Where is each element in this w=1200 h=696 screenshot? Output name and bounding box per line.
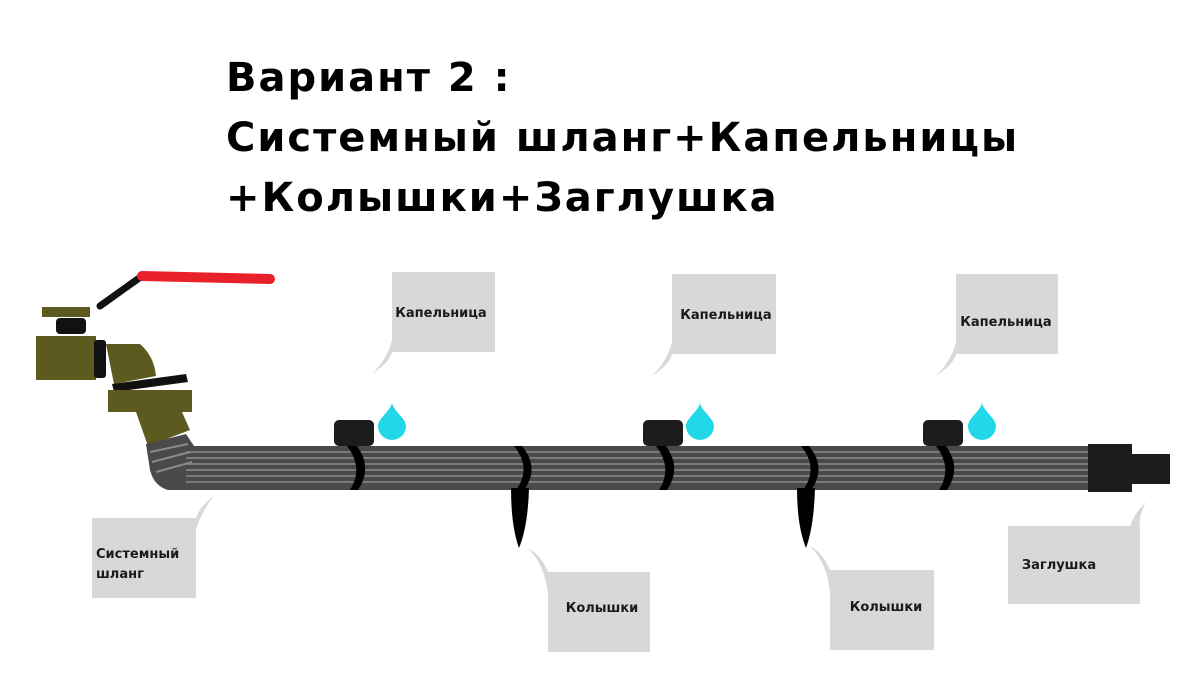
diagram-title: Вариант 2 : Системный шланг+Капельницы +…	[226, 48, 1019, 228]
stake-clamp	[514, 446, 532, 490]
valve-elbow	[106, 344, 156, 384]
stake-clamp	[801, 446, 819, 490]
system-hose	[146, 434, 1088, 490]
stake-2	[797, 446, 819, 548]
callout-stake-1: Колышки	[528, 548, 650, 652]
end-plug	[1088, 444, 1170, 492]
callout-bubble	[528, 548, 650, 652]
callout-hose: Системный шланг	[92, 496, 214, 598]
callout-bubble	[372, 272, 495, 374]
callout-dripper-2: Капельница	[652, 274, 776, 376]
hose-bend-stripe	[151, 451, 191, 463]
water-drop-icon	[968, 402, 996, 440]
valve-body	[36, 336, 96, 380]
callout-label: Капельница	[680, 308, 771, 323]
valve-handle	[137, 271, 275, 284]
title-line-2: Системный шланг+Капельницы	[226, 115, 1020, 161]
stake-spike	[797, 488, 815, 548]
plug-body	[1088, 444, 1132, 492]
hose-bend-stripe	[155, 461, 193, 473]
callout-bubble	[810, 546, 934, 650]
stake-spike	[511, 488, 529, 548]
dripper-1	[334, 402, 406, 490]
hose-bend-stripe	[149, 443, 189, 453]
callout-label: Заглушка	[1022, 558, 1096, 573]
dripper-clamp	[656, 446, 675, 490]
callout-label: Капельница	[960, 315, 1051, 330]
callout-bubble	[1008, 502, 1146, 604]
callout-dripper-1: Капельница	[372, 272, 495, 374]
callout-label-line-1: Системный	[96, 547, 179, 562]
valve-lever	[96, 272, 146, 310]
title-line-1: Вариант 2 :	[226, 55, 512, 101]
valve	[36, 271, 275, 446]
callout-label: Капельница	[395, 306, 486, 321]
callout-label: Колышки	[850, 600, 923, 615]
plug-cap	[1132, 454, 1170, 484]
valve-nipple	[136, 412, 190, 446]
hose-stripes	[186, 451, 1088, 483]
callout-dripper-3: Капельница	[936, 274, 1058, 376]
valve-top-cap	[42, 307, 90, 317]
valve-fitting	[108, 390, 192, 412]
dripper-fitting	[334, 420, 374, 446]
hose-bend	[146, 434, 194, 490]
dripper-clamp	[936, 446, 955, 490]
dripper-fitting	[923, 420, 963, 446]
dripper-3	[923, 402, 996, 490]
callout-label-line-2: шланг	[96, 567, 144, 582]
valve-ring	[112, 374, 188, 392]
dripper-fitting	[643, 420, 683, 446]
title-line-3: +Колышки+Заглушка	[226, 175, 779, 221]
valve-stem	[56, 318, 86, 334]
valve-nut	[94, 340, 106, 378]
dripper-clamp	[347, 446, 366, 490]
stake-1	[511, 446, 532, 548]
callout-bubble	[92, 496, 214, 598]
callout-bubble	[652, 274, 776, 376]
callout-label: Колышки	[566, 601, 639, 616]
water-drop-icon	[378, 402, 406, 440]
callout-bubble	[936, 274, 1058, 376]
water-drop-icon	[686, 402, 714, 440]
callout-stake-2: Колышки	[810, 546, 934, 650]
dripper-2	[643, 402, 714, 490]
callout-plug: Заглушка	[1008, 502, 1146, 604]
